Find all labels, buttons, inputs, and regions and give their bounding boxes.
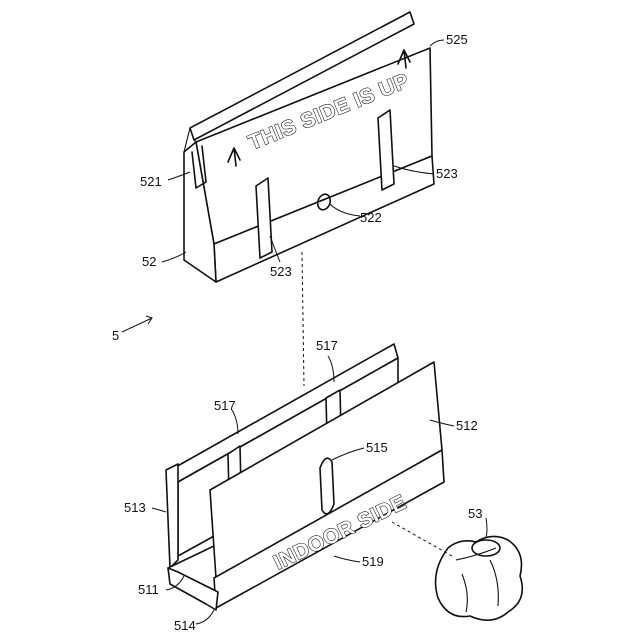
label-517-left: 517 [214, 398, 236, 413]
knob-53 [436, 536, 523, 620]
label-52: 52 [142, 254, 156, 269]
label-515: 515 [366, 440, 388, 455]
alignment-line [302, 252, 304, 386]
label-514: 514 [174, 618, 196, 633]
knob-body [436, 536, 523, 620]
label-521: 521 [140, 174, 162, 189]
lower-base-part: INDOOR SIDE [166, 344, 444, 610]
label-525: 525 [446, 32, 468, 47]
label-523-right: 523 [436, 166, 458, 181]
upper-cover-part: THIS SIDE IS UP [184, 12, 434, 282]
label-523-left: 523 [270, 264, 292, 279]
label-512: 512 [456, 418, 478, 433]
side-513 [166, 464, 178, 568]
label-513: 513 [124, 500, 146, 515]
label-522: 522 [360, 210, 382, 225]
label-511: 511 [138, 582, 159, 597]
label-5: 5 [112, 328, 119, 343]
label-519: 519 [362, 554, 384, 569]
label-53: 53 [468, 506, 482, 521]
knob-dash-line [392, 522, 452, 556]
label-517-right: 517 [316, 338, 338, 353]
